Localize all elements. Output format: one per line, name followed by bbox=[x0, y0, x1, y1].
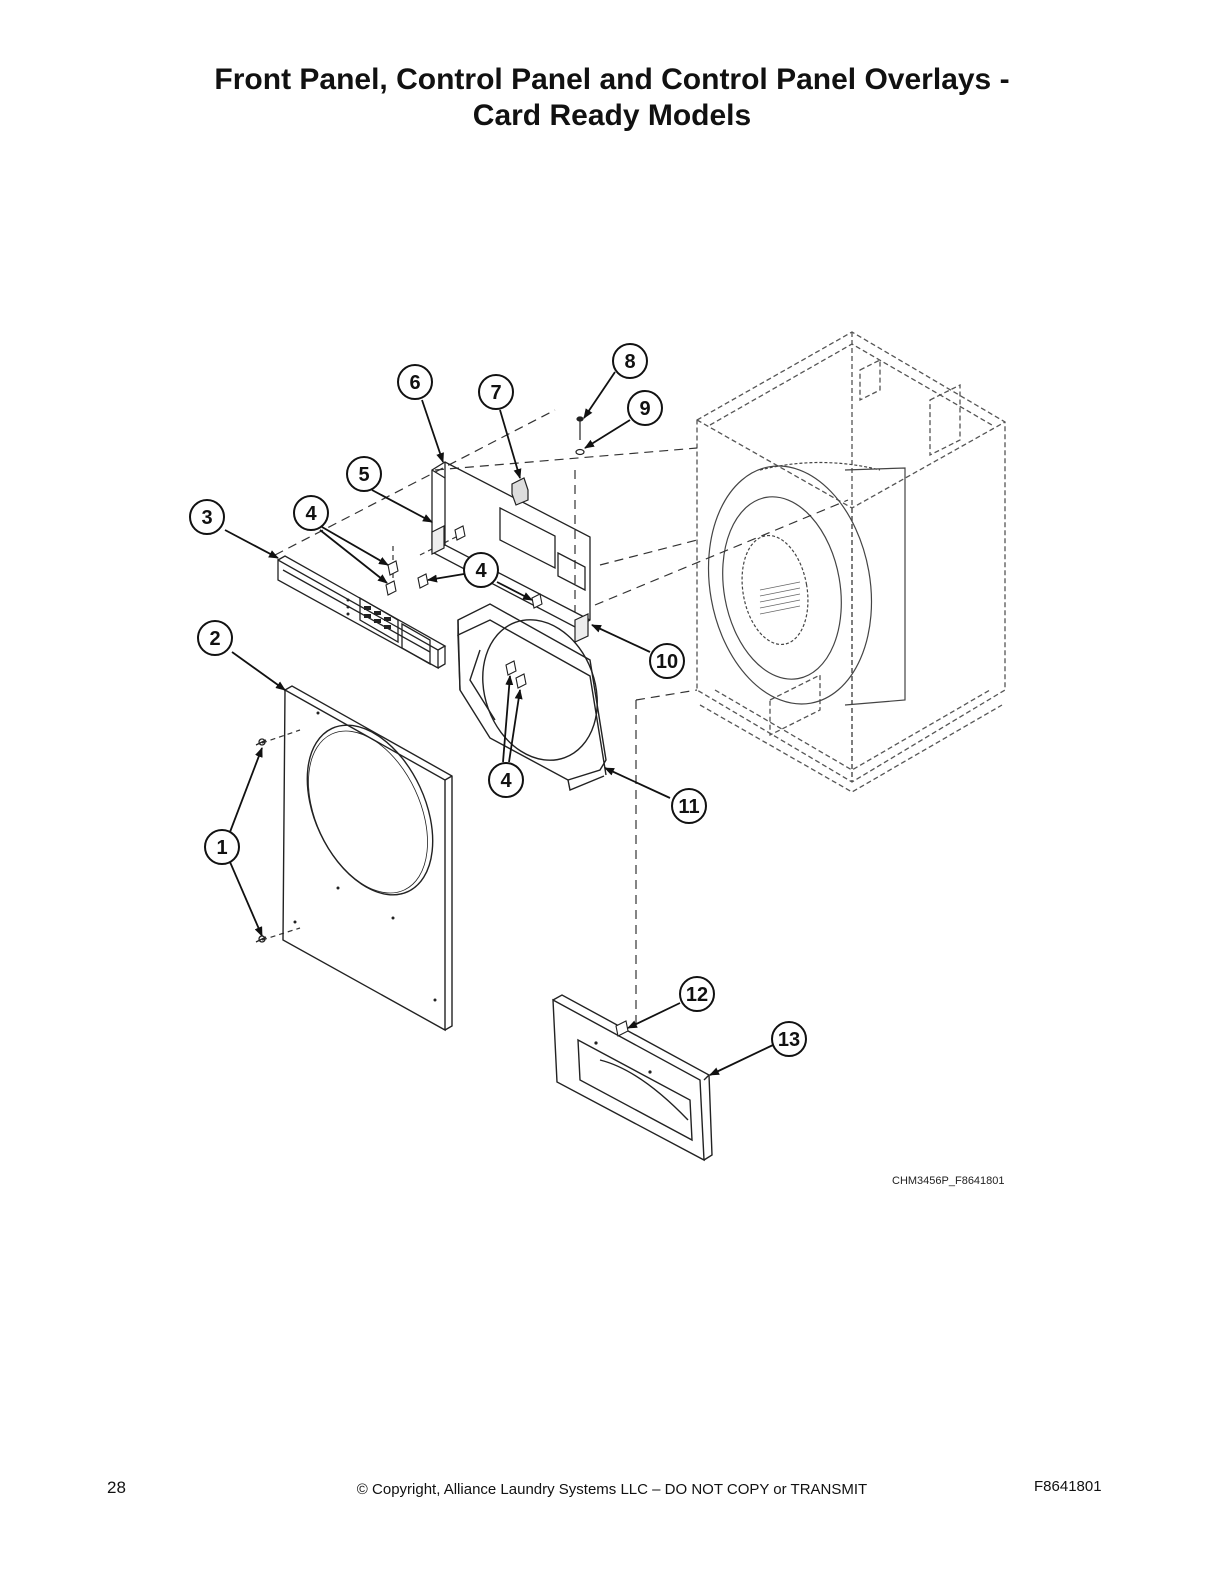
leader-13 bbox=[709, 1044, 774, 1076]
leader-1b bbox=[229, 861, 263, 937]
leader-1a bbox=[229, 747, 263, 833]
clips-4 bbox=[385, 525, 543, 689]
svg-text:4: 4 bbox=[500, 770, 512, 792]
leader-12 bbox=[627, 1002, 681, 1029]
callout-4a: 4 bbox=[293, 495, 329, 531]
callout-7: 7 bbox=[478, 374, 514, 410]
svg-text:6: 6 bbox=[409, 372, 420, 394]
clip-7 bbox=[511, 477, 529, 506]
svg-text:5: 5 bbox=[358, 464, 369, 486]
callout-11: 11 bbox=[671, 788, 707, 824]
leader-4a bbox=[321, 526, 389, 566]
leader-3 bbox=[224, 529, 279, 559]
control-panel-bracket-6 bbox=[431, 461, 591, 629]
svg-text:11: 11 bbox=[678, 796, 699, 818]
page-title: Front Panel, Control Panel and Control P… bbox=[0, 62, 1224, 134]
document-number: F8641801 bbox=[1034, 1478, 1102, 1495]
blower-drum bbox=[707, 461, 906, 706]
screws-1 bbox=[255, 738, 267, 943]
callout-13: 13 bbox=[771, 1021, 807, 1057]
leader-8 bbox=[583, 371, 616, 419]
control-panel-overlay-3 bbox=[277, 555, 447, 670]
leader-6 bbox=[421, 399, 444, 463]
svg-text:2: 2 bbox=[209, 628, 220, 650]
lower-panel-13 bbox=[552, 994, 713, 1162]
svg-text:4: 4 bbox=[475, 560, 487, 582]
leader-10 bbox=[591, 624, 651, 653]
svg-text:8: 8 bbox=[624, 351, 635, 373]
copyright-notice: © Copyright, Alliance Laundry Systems LL… bbox=[356, 1481, 868, 1498]
callout-12: 12 bbox=[679, 976, 715, 1012]
front-panel-2 bbox=[282, 685, 453, 1032]
callout-3: 3 bbox=[189, 499, 225, 535]
callout-8: 8 bbox=[612, 343, 648, 379]
title-line-1: Front Panel, Control Panel and Control P… bbox=[214, 63, 1010, 96]
leader-4b bbox=[319, 529, 388, 584]
callouts: 1 2 3 4 4 4 5 6 7 8 9 10 11 12 13 bbox=[189, 343, 807, 1057]
leader-4d bbox=[496, 581, 533, 601]
callout-1: 1 bbox=[204, 829, 240, 865]
callout-4b: 4 bbox=[463, 552, 499, 588]
leader-11 bbox=[604, 767, 671, 799]
title-line-2: Card Ready Models bbox=[472, 99, 752, 132]
page-number: 28 bbox=[107, 1478, 126, 1497]
callout-6: 6 bbox=[397, 364, 433, 400]
cabinet-outline bbox=[696, 331, 1006, 793]
callout-10: 10 bbox=[649, 643, 685, 679]
leader-7 bbox=[499, 409, 522, 479]
alignment-lines bbox=[261, 409, 849, 1030]
callout-4c: 4 bbox=[488, 762, 524, 798]
front-bulkhead-11 bbox=[457, 603, 607, 791]
leader-2 bbox=[231, 651, 286, 691]
lower-panel-holes bbox=[594, 1041, 652, 1074]
svg-text:10: 10 bbox=[656, 651, 678, 673]
blower-fins bbox=[759, 581, 801, 615]
clip-12 bbox=[615, 1020, 629, 1037]
leader-4f bbox=[508, 689, 523, 763]
svg-text:12: 12 bbox=[686, 984, 708, 1006]
callout-9: 9 bbox=[627, 390, 663, 426]
leader-arrows bbox=[224, 371, 774, 1076]
svg-text:9: 9 bbox=[639, 398, 650, 420]
overlay-buttons bbox=[346, 598, 391, 629]
svg-text:4: 4 bbox=[305, 503, 317, 525]
front-panel-holes bbox=[293, 711, 437, 1002]
callout-2: 2 bbox=[197, 620, 233, 656]
svg-text:3: 3 bbox=[201, 507, 212, 529]
svg-text:13: 13 bbox=[778, 1029, 800, 1051]
callout-5: 5 bbox=[346, 456, 382, 492]
bracket-10 bbox=[574, 613, 589, 643]
figure-reference: CHM3456P_F8641801 bbox=[892, 1175, 1005, 1187]
bracket-5 bbox=[431, 525, 445, 555]
washer-9 bbox=[575, 448, 585, 456]
leader-4e bbox=[502, 675, 514, 763]
svg-text:1: 1 bbox=[216, 837, 227, 859]
svg-text:7: 7 bbox=[490, 382, 501, 404]
leader-4c bbox=[427, 573, 465, 583]
leader-9 bbox=[584, 419, 631, 449]
screw-8 bbox=[576, 416, 584, 440]
leader-5 bbox=[371, 489, 433, 523]
